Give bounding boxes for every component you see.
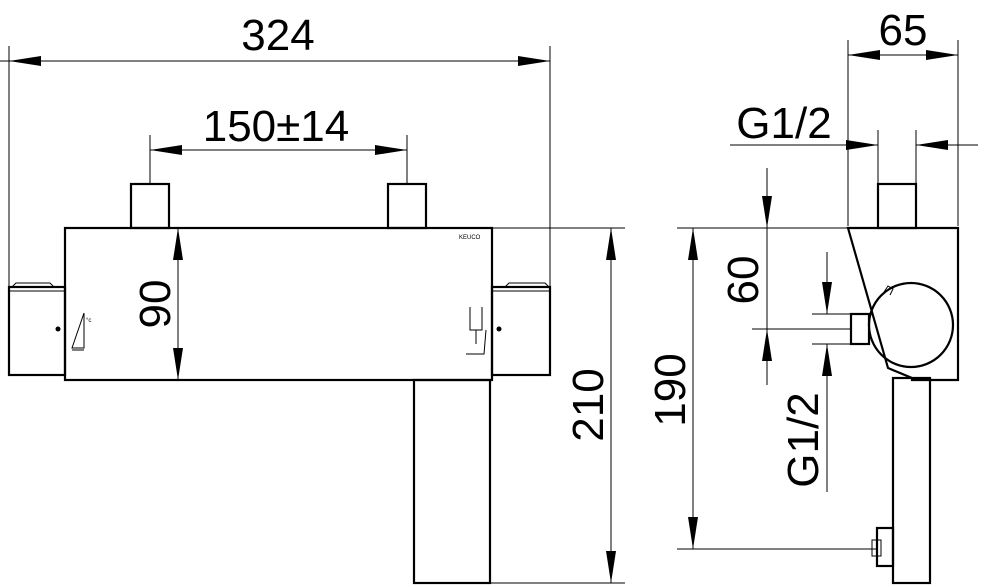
flow-scale-icon: [466, 307, 487, 355]
dim-label-thread-top: G1/2: [736, 99, 831, 148]
temperature-scale-icon: °c: [71, 312, 91, 351]
dimension-inlet-spacing: 150±14: [149, 102, 408, 183]
side-pipe: [891, 376, 932, 585]
dim-label-inlet-spacing: 150±14: [203, 102, 350, 151]
side-inlet-connector: [876, 182, 918, 230]
right-marker-dot: [496, 326, 502, 332]
side-view: 65 G1/2 60 190: [646, 6, 978, 585]
left-inlet-connector: [129, 182, 171, 230]
dimension-side-height: 190: [646, 228, 876, 550]
left-handle: [7, 285, 67, 377]
dim-label-offset: 60: [719, 256, 768, 305]
right-inlet-connector: [386, 182, 428, 230]
outlet-pipe: [412, 378, 492, 585]
side-bottom-connector: [875, 526, 895, 568]
dimension-depth: 65: [847, 6, 959, 226]
dim-label-thread-outlet: G1/2: [779, 392, 828, 487]
dim-label-overall-width: 324: [241, 11, 314, 60]
dim-label-total-height: 210: [564, 368, 613, 441]
dimension-total-height: 210: [490, 227, 625, 584]
dimension-thread-outlet: G1/2: [779, 252, 851, 492]
dimension-offset: 60: [677, 168, 851, 385]
dim-label-body-height: 90: [131, 280, 180, 329]
thermostat-body: [63, 226, 494, 382]
dimension-overall-width: 324: [0, 11, 551, 286]
dim-label-side-height: 190: [646, 353, 695, 426]
dimension-thread-top: G1/2: [730, 99, 978, 183]
brand-label: KEUCO: [459, 235, 481, 241]
svg-text:°c: °c: [86, 318, 91, 324]
front-view: °c KEUCO 324 150±14: [0, 11, 625, 585]
dimension-body-height: 90: [131, 228, 183, 380]
side-body: [846, 226, 960, 382]
side-handle-knob: [867, 281, 955, 369]
side-outlet-stub: [849, 312, 871, 346]
right-handle: [490, 285, 552, 377]
left-marker-dot: [55, 326, 61, 332]
dim-label-depth: 65: [879, 6, 928, 55]
